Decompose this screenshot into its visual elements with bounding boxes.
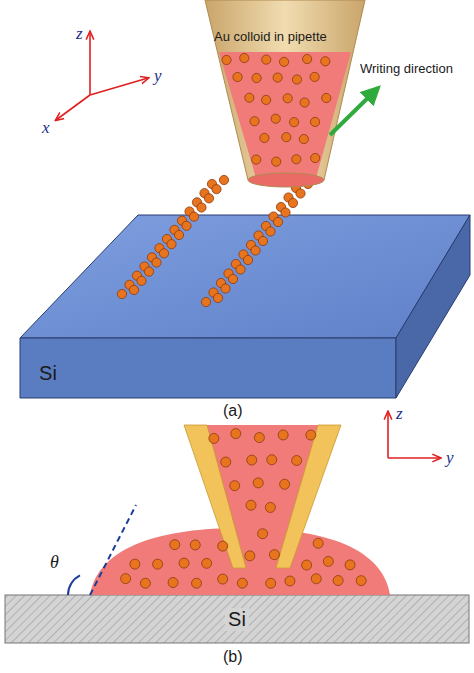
- material-region: Si: [212, 604, 262, 634]
- axes: [56, 32, 148, 120]
- si-slab: [20, 215, 470, 398]
- pipette-label: Au colloid in pipette: [214, 30, 327, 45]
- colloid-particles: [222, 53, 331, 166]
- axis-label: y: [154, 66, 162, 86]
- arrow-label: Writing direction: [360, 62, 453, 77]
- pipette-wall: [184, 425, 246, 568]
- pipette-wall: [276, 425, 341, 568]
- axes: [388, 412, 440, 458]
- pipette: [205, 0, 365, 187]
- panel-label: (a): [223, 402, 243, 420]
- direction-arrow: [330, 88, 378, 135]
- axis-label: y: [446, 448, 454, 468]
- axis-label: x: [42, 118, 50, 138]
- colloid-particles: [121, 429, 367, 589]
- si-substrate: [5, 595, 469, 643]
- material-name: Si: [36, 362, 60, 385]
- material-region: Si: [26, 356, 70, 390]
- axis-label: z: [396, 404, 403, 424]
- angle-symbol: θ: [50, 552, 59, 573]
- axis-label: z: [76, 24, 83, 44]
- material-name: Si: [225, 608, 249, 631]
- deposited-lines: [117, 175, 312, 306]
- contact-angle: [68, 505, 136, 595]
- panel-label: (b): [223, 648, 243, 666]
